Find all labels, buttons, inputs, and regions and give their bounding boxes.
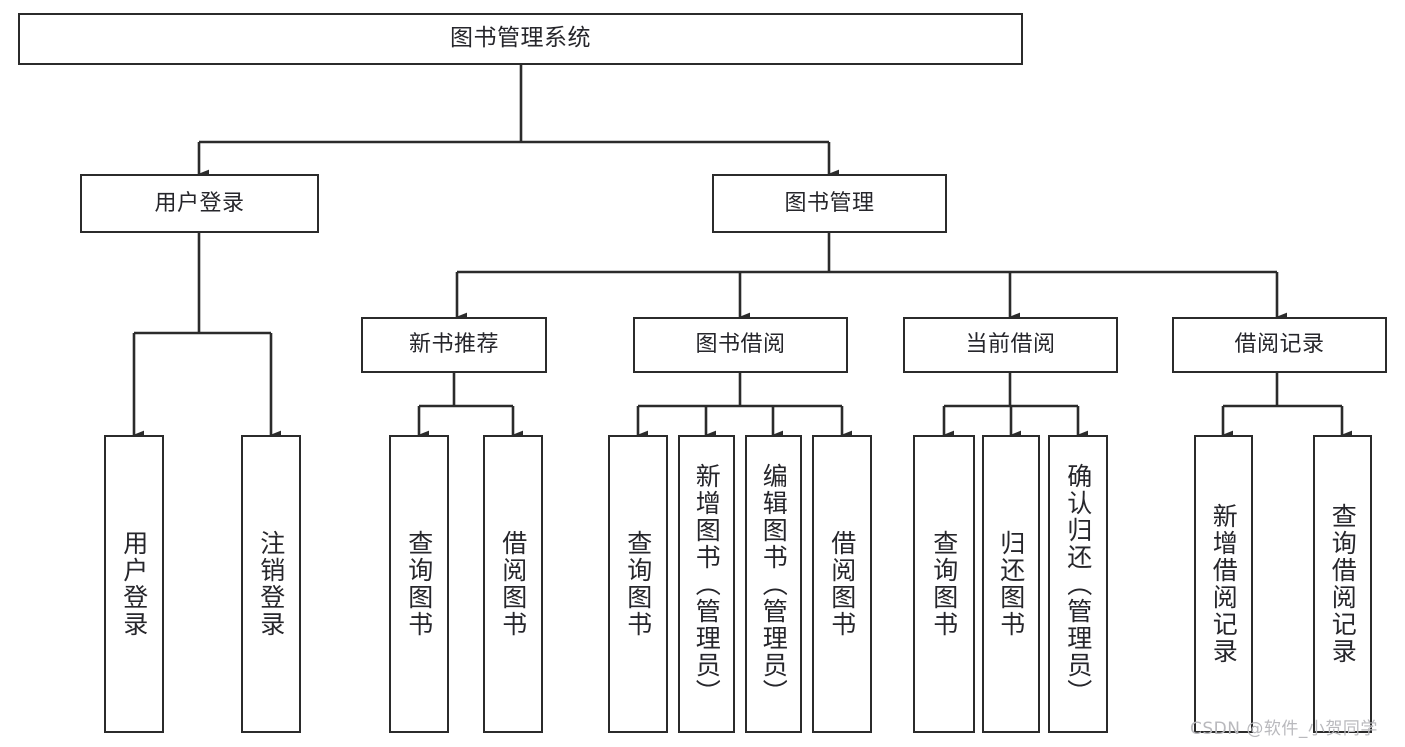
node-new-book-rec[interactable]: 新书推荐 xyxy=(361,317,547,373)
node-label: 新增图书（管理员） xyxy=(692,462,722,706)
node-root[interactable]: 图书管理系统 xyxy=(18,13,1023,65)
node-leaf-return-book[interactable]: 归还图书 xyxy=(982,435,1040,733)
node-leaf-query-book-2[interactable]: 查询图书 xyxy=(608,435,668,733)
node-label: 借阅图书 xyxy=(827,530,857,638)
node-label: 图书管理 xyxy=(784,190,875,216)
node-leaf-user-logout[interactable]: 注销登录 xyxy=(241,435,301,733)
node-leaf-query-book-3[interactable]: 查询图书 xyxy=(913,435,975,733)
node-label: 图书借阅 xyxy=(695,332,786,358)
node-label: 新增借阅记录 xyxy=(1209,503,1239,665)
node-label: 查询图书 xyxy=(623,530,653,638)
node-book-borrow[interactable]: 图书借阅 xyxy=(633,317,848,373)
node-current-borrow[interactable]: 当前借阅 xyxy=(903,317,1118,373)
node-label: 借阅图书 xyxy=(498,530,528,638)
node-leaf-borrow-book-1[interactable]: 借阅图书 xyxy=(483,435,543,733)
node-label: 用户登录 xyxy=(119,530,149,638)
csdn-watermark: CSDN @软件_小贺同学 xyxy=(1190,719,1378,739)
node-label: 借阅记录 xyxy=(1234,332,1325,358)
node-leaf-confirm-ret[interactable]: 确认归还（管理员） xyxy=(1048,435,1108,733)
node-label: 查询借阅记录 xyxy=(1328,503,1358,665)
node-leaf-user-login[interactable]: 用户登录 xyxy=(104,435,164,733)
node-label: 查询图书 xyxy=(929,530,959,638)
node-label: 新书推荐 xyxy=(408,332,499,358)
node-label: 归还图书 xyxy=(996,530,1026,638)
node-label: 编辑图书（管理员） xyxy=(759,462,789,706)
node-leaf-query-book-1[interactable]: 查询图书 xyxy=(389,435,449,733)
node-label: 确认归还（管理员） xyxy=(1063,462,1093,706)
node-book-manage[interactable]: 图书管理 xyxy=(712,174,947,233)
node-label: 当前借阅 xyxy=(965,332,1056,358)
node-leaf-add-book[interactable]: 新增图书（管理员） xyxy=(678,435,735,733)
node-label: 图书管理系统 xyxy=(450,25,591,52)
node-borrow-record[interactable]: 借阅记录 xyxy=(1172,317,1387,373)
node-label: 查询图书 xyxy=(404,530,434,638)
node-leaf-borrow-book-2[interactable]: 借阅图书 xyxy=(812,435,872,733)
node-label: 用户登录 xyxy=(154,190,245,216)
node-leaf-edit-book[interactable]: 编辑图书（管理员） xyxy=(745,435,802,733)
node-label: 注销登录 xyxy=(256,530,286,638)
node-leaf-add-record[interactable]: 新增借阅记录 xyxy=(1194,435,1253,733)
node-leaf-query-record[interactable]: 查询借阅记录 xyxy=(1313,435,1372,733)
node-user-login[interactable]: 用户登录 xyxy=(80,174,319,233)
